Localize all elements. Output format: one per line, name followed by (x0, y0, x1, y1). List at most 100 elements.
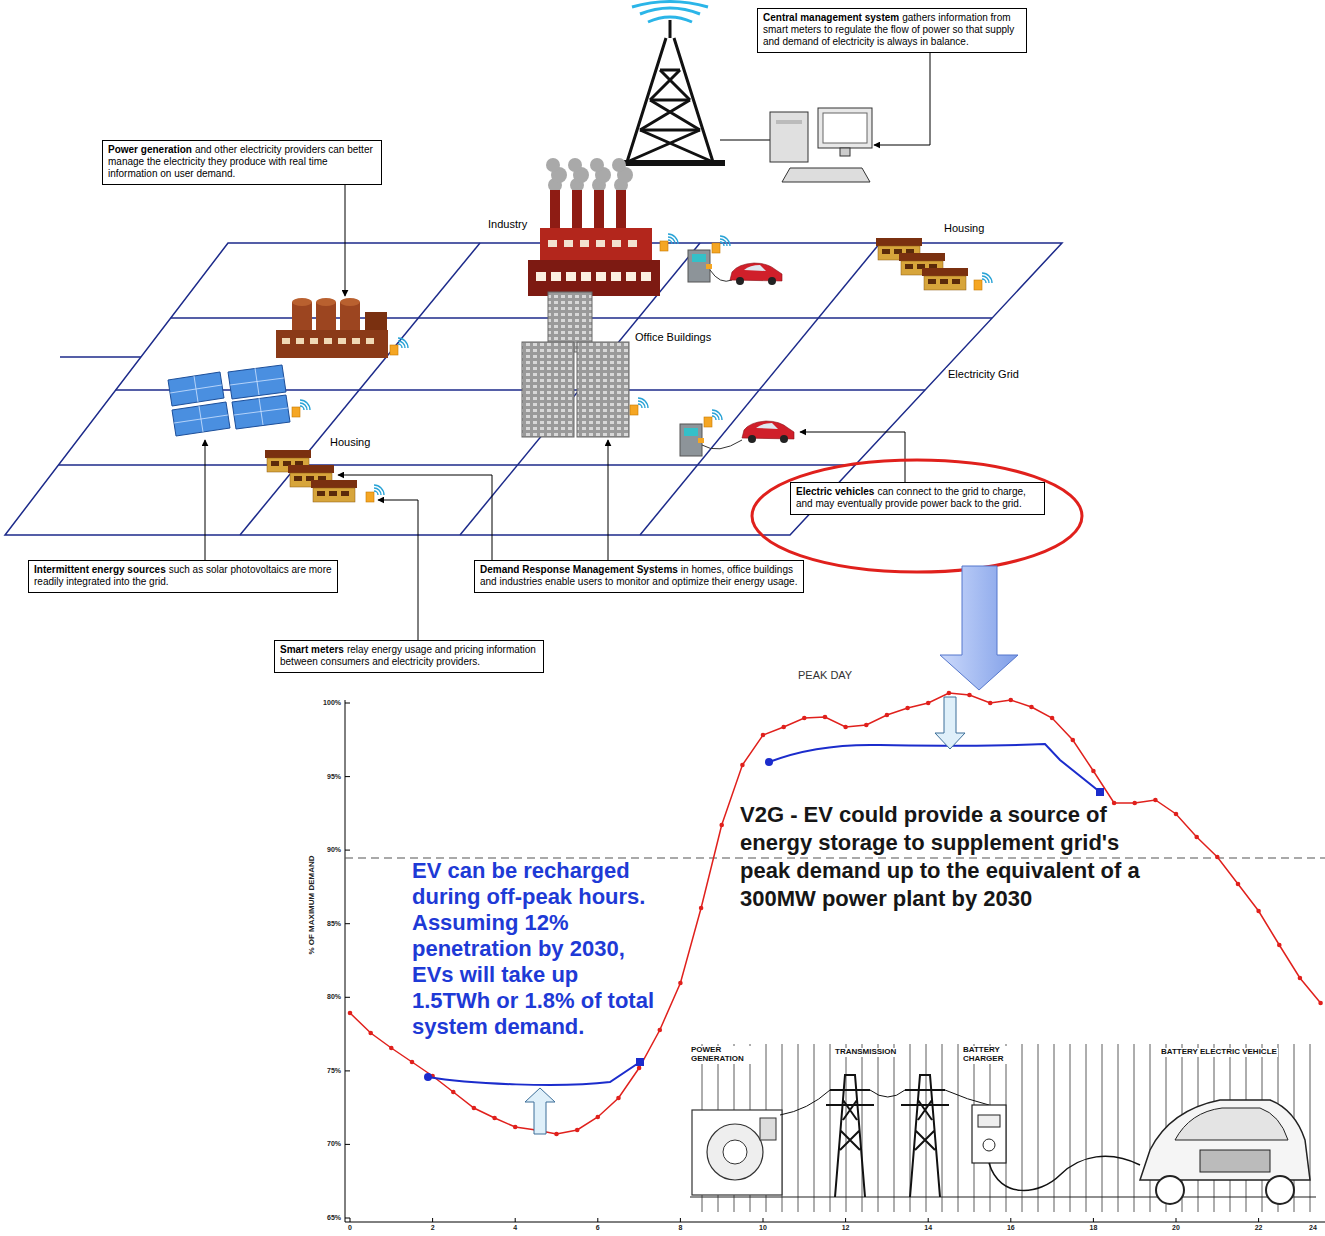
power-plant (292, 302, 312, 330)
block-arrow (940, 566, 1018, 690)
office-buildings (630, 398, 648, 415)
power-chain-illustration (1156, 1176, 1184, 1204)
housing (366, 485, 384, 502)
power-chain-illustration (1175, 1108, 1288, 1140)
power-chain-illustration (688, 1042, 1322, 1216)
computer (818, 108, 872, 148)
area-label: Industry (486, 218, 529, 231)
radio-signal (640, 8, 700, 14)
chart-axes (345, 700, 346, 1222)
power-chain-illustration (688, 1042, 1322, 1216)
callout-box: Central management systemgathers informa… (757, 8, 1027, 53)
power-plant (390, 338, 408, 355)
leader-arrow (378, 500, 418, 660)
power-plant (324, 338, 332, 344)
solar-panels (292, 400, 310, 417)
power-chain-illustration (1140, 1100, 1310, 1180)
power-chain-illustration (702, 1044, 1310, 1212)
factory (590, 158, 604, 172)
factory (546, 158, 560, 172)
power-chain-illustration (978, 1115, 1000, 1127)
housing (311, 480, 357, 502)
tick-label: 20 (1172, 1224, 1180, 1232)
curve-marker (636, 1058, 644, 1066)
grid-lines (60, 356, 141, 358)
factory (551, 272, 561, 281)
ev-charger (680, 410, 794, 456)
power-plant (292, 298, 312, 306)
factory (628, 240, 637, 247)
callout-box: Electric vehiclescan connect to the grid… (790, 482, 1045, 515)
factory (528, 260, 660, 296)
housing (974, 273, 992, 290)
power-plant (366, 338, 374, 344)
tick-label: 95% (327, 773, 341, 781)
factory (550, 190, 560, 230)
chart-axes (345, 1222, 1325, 1223)
power-plant (316, 302, 336, 330)
power-chain-illustration (707, 1124, 763, 1180)
axis-title: % OF MAXIMUM DEMAND (307, 855, 316, 954)
factory (536, 272, 651, 281)
callout-heading: Electric vehicles (796, 486, 874, 497)
computer (770, 108, 872, 182)
factory (546, 158, 633, 192)
factory (528, 158, 678, 296)
radio-signal (632, 2, 708, 23)
tick-label: 85% (327, 920, 341, 928)
factory (581, 272, 591, 281)
solar-panels (168, 365, 310, 436)
tick-label: 10 (759, 1224, 767, 1232)
curve-marker (1096, 788, 1104, 796)
factory (641, 272, 651, 281)
factory (594, 190, 604, 230)
ev-charger (688, 250, 712, 282)
callout-heading: Intermittent energy sources (34, 564, 166, 575)
factory (568, 158, 582, 172)
power-chain-illustration (690, 1196, 1316, 1197)
solar-panels (170, 368, 288, 432)
ev-charger (704, 410, 722, 427)
callout-heading: Demand Response Management Systems (480, 564, 678, 575)
curve-marker (765, 758, 773, 766)
power-chain-illustration (972, 1105, 1006, 1163)
leader-arrow (345, 180, 346, 296)
tick-label: 80% (327, 993, 341, 1001)
tick-label: 8 (678, 1224, 682, 1232)
radio-tower (627, 70, 713, 162)
callout-box: Intermittent energy sourcessuch as solar… (28, 560, 338, 593)
office-buildings (522, 292, 648, 437)
factory (596, 240, 605, 247)
factory (564, 240, 573, 247)
ev-charger (742, 421, 794, 443)
tick-label: 12 (842, 1224, 850, 1232)
curve-marker (424, 1073, 432, 1081)
factory (572, 190, 582, 230)
power-chain-illustration (780, 1090, 989, 1115)
area-label: Housing (328, 436, 372, 449)
factory (660, 234, 678, 251)
grid-lines (58, 464, 855, 466)
housing (922, 268, 968, 290)
ev-charger (702, 440, 742, 449)
ev-charger (680, 424, 704, 456)
tick-label: 90% (327, 846, 341, 854)
tick-label: 75% (327, 1067, 341, 1075)
ev-demand-curve (769, 744, 1100, 792)
power-plant (352, 338, 360, 344)
callout-heading: Power generation (108, 144, 192, 155)
power-chain-illustration (1266, 1176, 1294, 1204)
callout-box: Smart metersrelay energy usage and prici… (274, 640, 544, 673)
ev-charger (712, 236, 730, 253)
picture-label: TRANSMISSION (834, 1048, 897, 1057)
tick-label: 6 (596, 1224, 600, 1232)
callout-heading: Central management system (763, 12, 899, 23)
power-chain-illustration (692, 1110, 782, 1195)
factory (548, 240, 637, 247)
grid-lines (5, 243, 1062, 535)
leader-arrow (338, 475, 492, 580)
picture-label: POWER GENERATION (690, 1046, 762, 1064)
power-plant (310, 338, 318, 344)
